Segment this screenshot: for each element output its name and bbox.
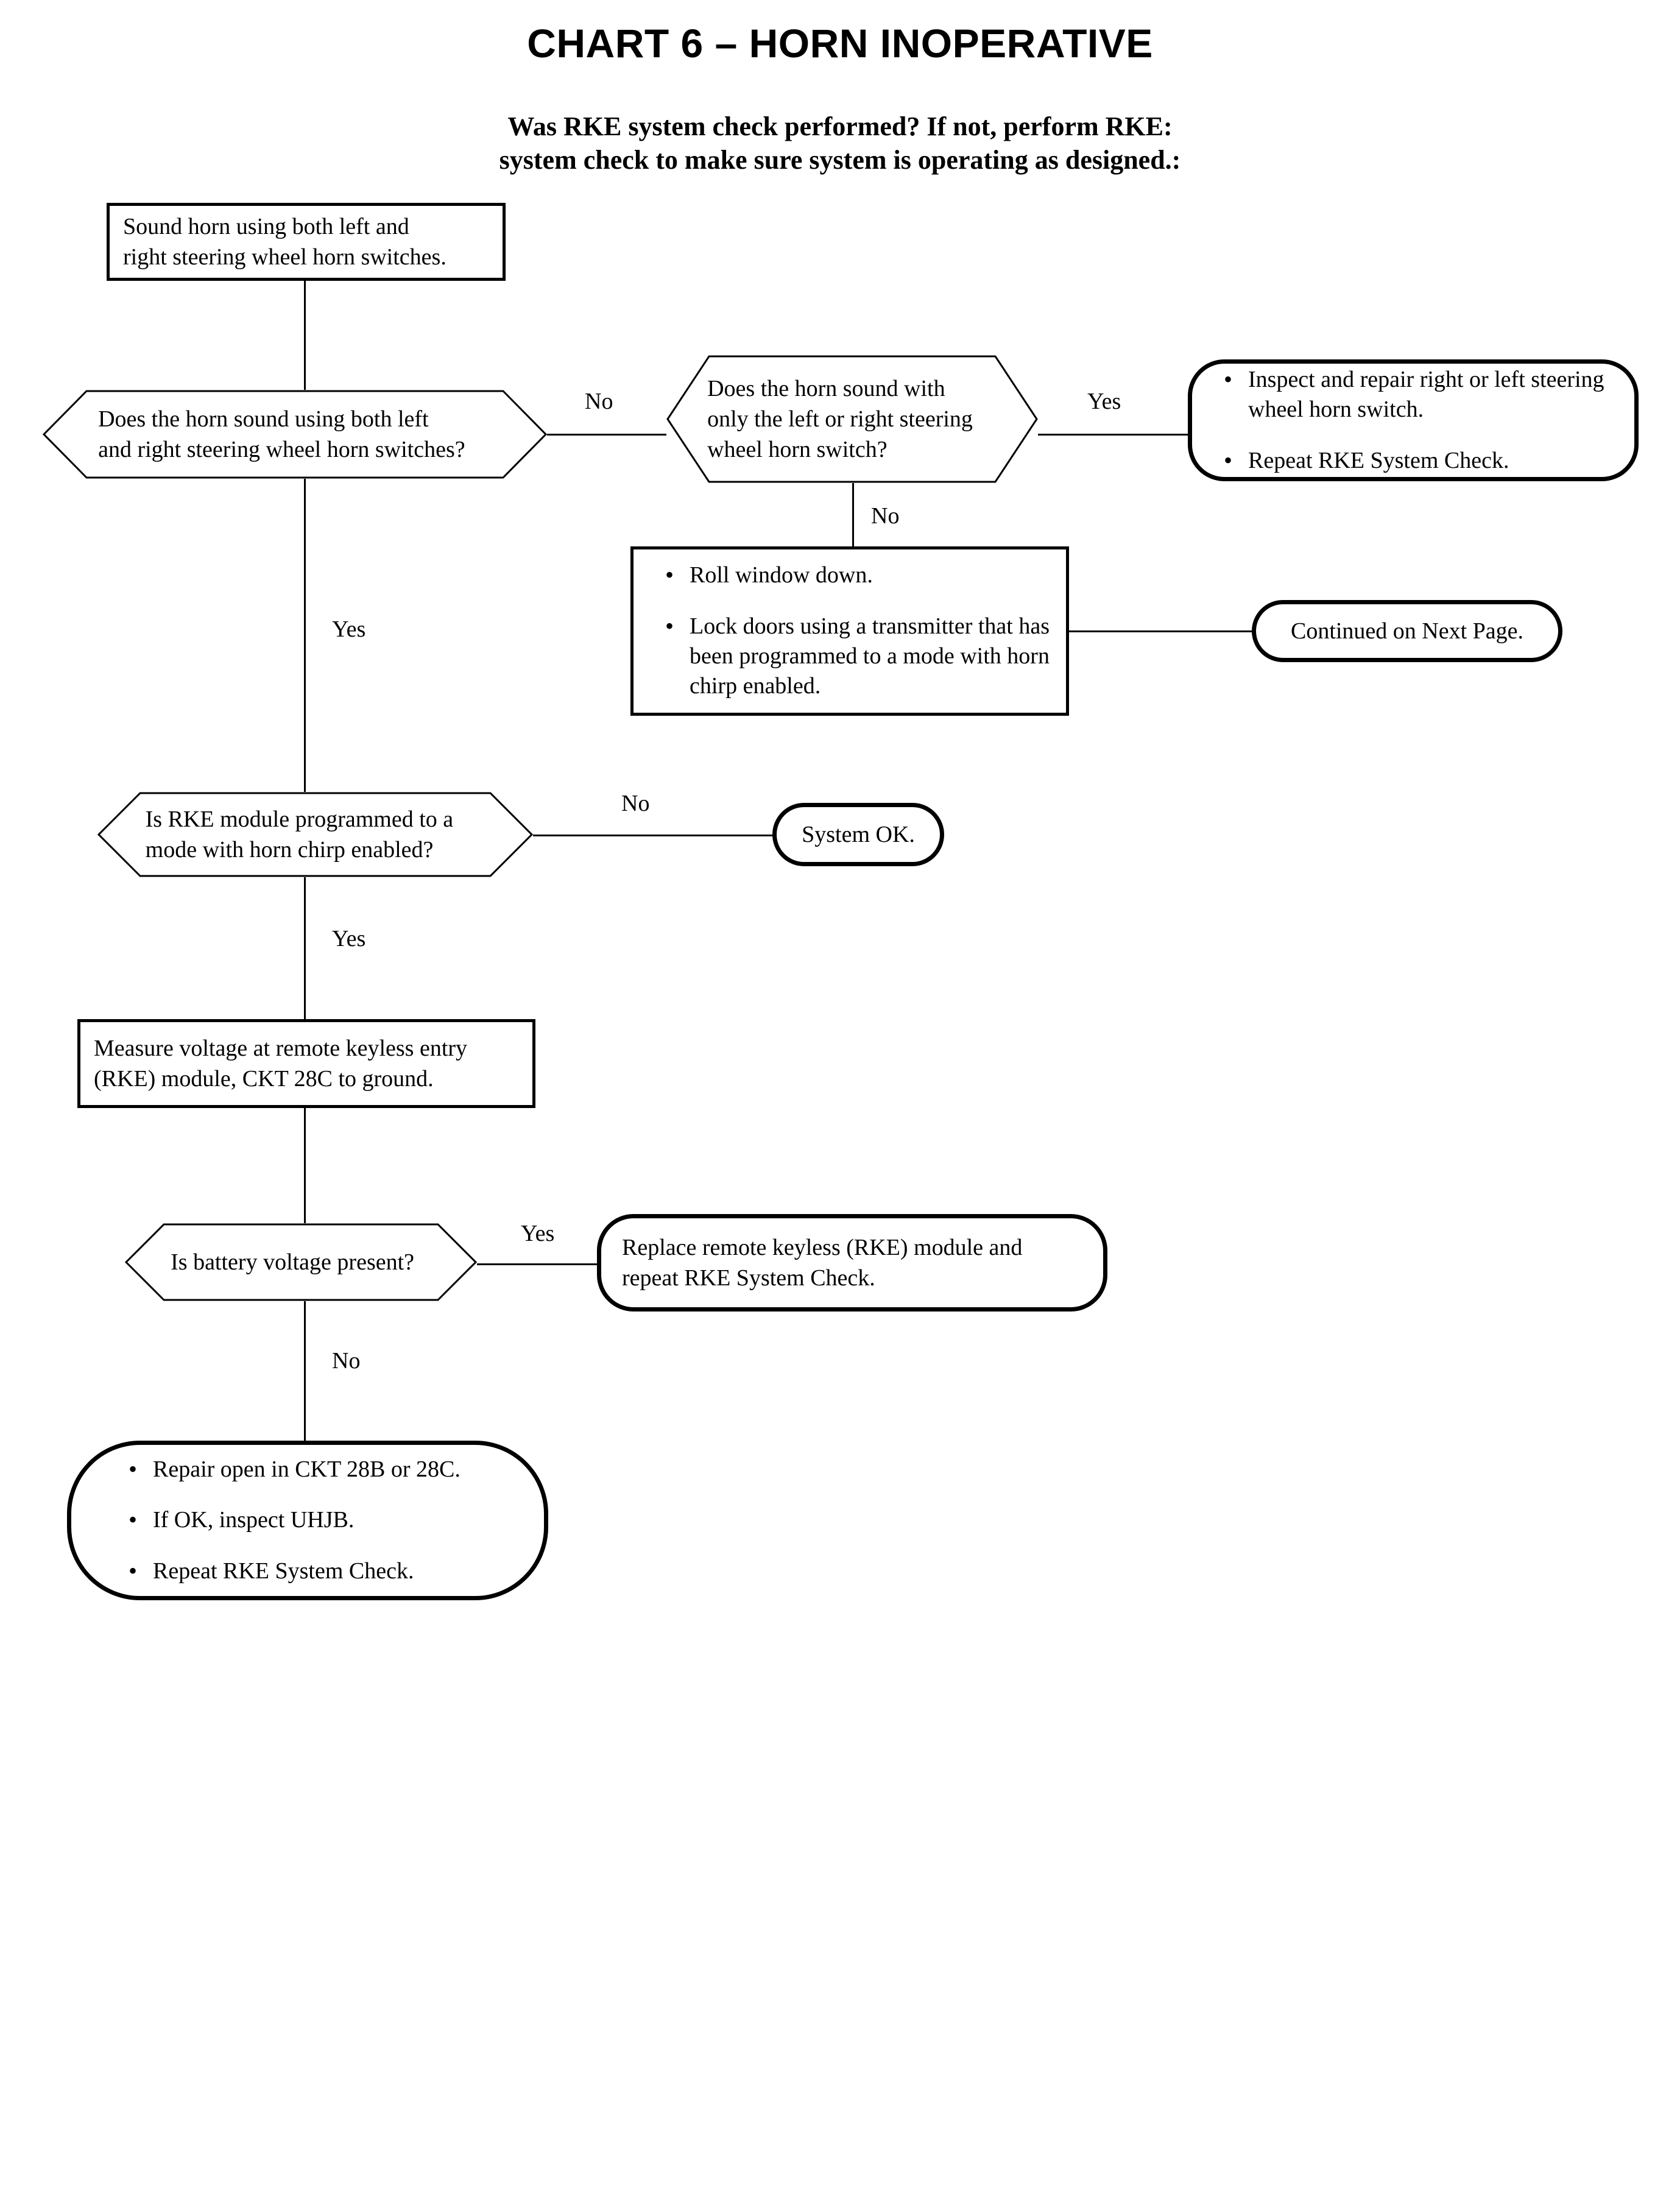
node-replace-rke-module-text: Replace remote keyless (RKE) module and … (622, 1232, 1022, 1293)
node-sound-horn-line-1: Sound horn using both left and (123, 213, 409, 239)
page-subtitle-line-1: Was RKE system check performed? If not, … (507, 111, 1173, 141)
node-question-single-switch-line-1: Does the horn sound with (707, 375, 945, 401)
branch-label-no-rke: No (621, 791, 650, 816)
node-measure-voltage-line-2: (RKE) module, CKT 28C to ground. (94, 1066, 434, 1092)
node-replace-rke-module-line-2: repeat RKE System Check. (622, 1265, 875, 1291)
connector-q-rke-no-to-system-ok (531, 835, 775, 836)
branch-label-yes-single: Yes (1087, 389, 1121, 414)
hexagon-shape (43, 390, 547, 479)
node-question-both-switches-text: Does the horn sound using both left and … (43, 404, 547, 465)
connector-q-both-no-to-q-single (546, 434, 668, 436)
list-item: Repeat RKE System Check. (1224, 445, 1610, 476)
hexagon-shape (97, 792, 533, 877)
page-subtitle: Was RKE system check performed? If not, … (0, 110, 1680, 177)
node-system-ok-text: System OK. (802, 821, 915, 847)
list-item: If OK, inspect UHJB. (129, 1504, 520, 1536)
node-question-single-switch-text: Does the horn sound with only the left o… (666, 373, 1038, 465)
node-question-both-switches[interactable]: Does the horn sound using both left and … (43, 390, 547, 479)
node-roll-window-lock-doors[interactable]: Roll window down. Lock doors using a tra… (630, 546, 1069, 716)
node-roll-window-lock-doors-list: Roll window down. Lock doors using a tra… (662, 559, 1050, 702)
node-question-both-switches-line-2: and right steering wheel horn switches? (98, 437, 465, 462)
hexagon-shape (666, 355, 1038, 483)
node-question-rke-programmed-text: Is RKE module programmed to a mode with … (97, 804, 533, 865)
node-continued-next-page[interactable]: Continued on Next Page. (1252, 600, 1562, 662)
node-question-single-switch[interactable]: Does the horn sound with only the left o… (666, 355, 1038, 483)
node-question-rke-programmed-line-2: mode with horn chirp enabled? (145, 837, 434, 863)
connector-measure-to-q-battery (304, 1107, 306, 1246)
node-question-battery-voltage-text: Is battery voltage present? (125, 1247, 477, 1277)
node-repair-open[interactable]: Repair open in CKT 28B or 28C. If OK, in… (67, 1441, 548, 1600)
node-measure-voltage-line-1: Measure voltage at remote keyless entry (94, 1035, 468, 1061)
list-item: Inspect and repair right or left steerin… (1224, 364, 1610, 425)
connector-q-battery-no-spine (304, 1294, 306, 1441)
branch-label-no-battery: No (332, 1348, 361, 1374)
node-question-single-switch-line-2: only the left or right steering (707, 406, 973, 432)
page-subtitle-line-2: system check to make sure system is oper… (499, 145, 1181, 175)
node-sound-horn-text: Sound horn using both left and right ste… (123, 211, 446, 272)
node-question-single-switch-line-3: wheel horn switch? (707, 437, 888, 463)
hexagon-shape (125, 1223, 477, 1301)
node-system-ok[interactable]: System OK. (772, 803, 944, 866)
node-repair-open-list: Repair open in CKT 28B or 28C. If OK, in… (125, 1453, 520, 1587)
node-measure-voltage-text: Measure voltage at remote keyless entry … (94, 1033, 467, 1094)
node-replace-rke-module[interactable]: Replace remote keyless (RKE) module and … (597, 1214, 1107, 1312)
connector-rollbox-to-continued (1069, 630, 1255, 632)
node-question-both-switches-line-1: Does the horn sound using both left (98, 406, 429, 432)
list-item: Roll window down. (665, 559, 1050, 591)
connector-q-single-yes-to-inspect (1037, 434, 1189, 436)
connector-sound-horn-to-q-both (304, 280, 306, 398)
node-continued-next-page-text: Continued on Next Page. (1290, 618, 1524, 644)
node-inspect-repair-switch-list: Inspect and repair right or left steerin… (1220, 364, 1610, 476)
node-question-rke-programmed-line-1: Is RKE module programmed to a (145, 806, 454, 832)
branch-label-no-both-to-single: No (585, 389, 613, 414)
list-item: Repair open in CKT 28B or 28C. (129, 1453, 520, 1485)
node-sound-horn[interactable]: Sound horn using both left and right ste… (107, 203, 506, 281)
branch-label-yes-battery: Yes (521, 1221, 555, 1246)
node-inspect-repair-switch[interactable]: Inspect and repair right or left steerin… (1188, 359, 1639, 481)
page-title: CHART 6 – HORN INOPERATIVE (527, 21, 1153, 66)
node-question-rke-programmed[interactable]: Is RKE module programmed to a mode with … (97, 792, 533, 877)
node-measure-voltage[interactable]: Measure voltage at remote keyless entry … (77, 1019, 535, 1108)
branch-label-yes-rke: Yes (332, 926, 366, 951)
connector-q-battery-yes-to-replace (475, 1263, 597, 1265)
list-item: Repeat RKE System Check. (129, 1555, 520, 1587)
connector-q-both-yes-spine (304, 478, 306, 793)
connector-q-rke-yes-spine (304, 875, 306, 1022)
node-sound-horn-line-2: right steering wheel horn switches. (123, 244, 446, 270)
node-question-battery-voltage[interactable]: Is battery voltage present? (125, 1223, 477, 1301)
node-question-battery-voltage-line-1: Is battery voltage present? (171, 1249, 415, 1275)
branch-label-yes-both: Yes (332, 616, 366, 642)
connector-q-single-no-to-rollbox (852, 482, 854, 549)
list-item: Lock doors using a transmitter that has … (665, 610, 1050, 702)
node-replace-rke-module-line-1: Replace remote keyless (RKE) module and (622, 1234, 1023, 1260)
branch-label-no-single: No (871, 503, 900, 529)
